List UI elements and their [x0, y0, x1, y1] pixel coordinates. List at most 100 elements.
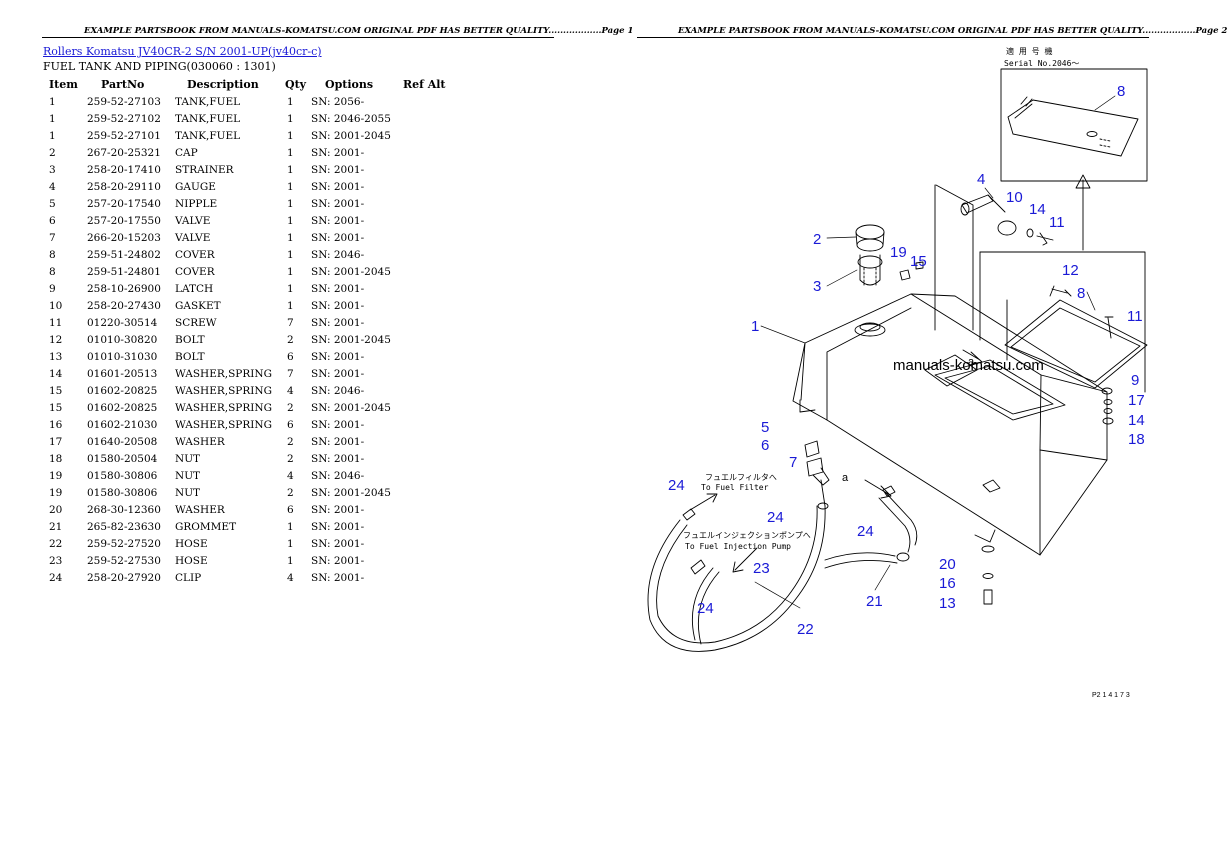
cell-options: SN: 2001-	[311, 571, 365, 584]
cell-item: 12	[49, 333, 63, 346]
cell-partno: 01580-20504	[87, 452, 158, 465]
cell-item: 18	[49, 452, 63, 465]
callout-11: 11	[1049, 214, 1065, 231]
cell-ref-alt	[403, 110, 446, 127]
cell-partno: 259-52-27520	[87, 537, 161, 550]
callout-23: 23	[753, 560, 770, 577]
cell-options: SN: 2001-	[311, 231, 365, 244]
cell-qty: 6	[287, 418, 294, 431]
cell-qty: 1	[287, 95, 294, 108]
cell-options: SN: 2056-	[311, 95, 365, 108]
cell-qty: 2	[287, 401, 294, 414]
cell-options: SN: 2001-2045	[311, 486, 391, 499]
cell-partno: 259-52-27102	[87, 112, 161, 125]
cell-item: 1	[49, 95, 56, 108]
leader-lines	[754, 95, 1116, 609]
cell-ref-alt	[403, 161, 446, 178]
callout-22: 22	[797, 621, 814, 638]
cell-ref-alt	[403, 297, 446, 314]
callout-6: 6	[761, 437, 769, 454]
callout-17: 17	[1128, 392, 1145, 409]
cell-options: SN: 2001-	[311, 180, 365, 193]
cell-qty: 6	[287, 503, 294, 516]
cell-options: SN: 2046-	[311, 248, 365, 261]
model-title-link[interactable]: Rollers Komatsu JV40CR-2 S/N 2001-UP(jv4…	[43, 45, 322, 58]
cell-partno: 258-20-27430	[87, 299, 161, 312]
cell-item: 6	[49, 214, 56, 227]
cell-options: SN: 2001-	[311, 282, 365, 295]
callout-24d: 24	[697, 600, 714, 617]
cell-item: 23	[49, 554, 63, 567]
cell-options: SN: 2001-	[311, 537, 365, 550]
callout-14b: 14	[1128, 412, 1145, 429]
callout-11b: 11	[1127, 308, 1143, 325]
cell-item: 19	[49, 486, 63, 499]
cell-partno: 259-52-27103	[87, 95, 161, 108]
callout-5: 5	[761, 419, 769, 436]
fuel-hoses	[647, 485, 918, 652]
cell-ref-alt	[403, 93, 446, 110]
cell-description: BOLT	[175, 350, 205, 363]
cell-ref-alt	[403, 518, 446, 535]
cell-partno: 258-20-17410	[87, 163, 161, 176]
cell-options: SN: 2001-2045	[311, 333, 391, 346]
parts-table: Item PartNo Description Qty Options Ref …	[40, 76, 446, 586]
cell-partno: 258-20-27920	[87, 571, 161, 584]
callout-13: 13	[939, 595, 956, 612]
exploded-diagram: 適 用 号 機 Serial No.2046～	[647, 46, 1148, 699]
callout-4: 4	[977, 171, 985, 188]
cell-qty: 1	[287, 163, 294, 176]
cell-qty: 1	[287, 129, 294, 142]
cell-description: STRAINER	[175, 163, 234, 176]
cell-options: SN: 2001-	[311, 214, 365, 227]
cell-item: 9	[49, 282, 56, 295]
watermark: manuals-komatsu.com	[893, 357, 1044, 374]
cell-qty: 1	[287, 265, 294, 278]
gauge-assembly	[960, 194, 1054, 246]
cell-item: 16	[49, 418, 63, 431]
cell-description: WASHER	[175, 435, 225, 448]
cell-qty: 1	[287, 112, 294, 125]
cell-ref-alt	[403, 331, 446, 348]
cell-qty: 1	[287, 248, 294, 261]
cell-options: SN: 2001-2045	[311, 129, 391, 142]
cell-options: SN: 2001-	[311, 520, 365, 533]
cell-qty: 1	[287, 299, 294, 312]
cell-description: GROMMET	[175, 520, 237, 533]
diagram-page: EXAMPLE PARTSBOOK FROM MANUALS-KOMATSU.C…	[595, 0, 1227, 842]
cell-options: SN: 2001-	[311, 554, 365, 567]
callout-7: 7	[789, 454, 797, 471]
cell-qty: 2	[287, 452, 294, 465]
page-header: EXAMPLE PARTSBOOK FROM MANUALS-KOMATSU.C…	[84, 26, 634, 36]
cell-qty: 1	[287, 520, 294, 533]
cell-qty: 1	[287, 146, 294, 159]
cell-ref-alt	[403, 535, 446, 552]
hardware-parts	[899, 261, 1114, 605]
cell-description: NUT	[175, 469, 201, 482]
cell-description: GASKET	[175, 299, 221, 312]
cell-item: 2	[49, 146, 56, 159]
callout-3: 3	[813, 278, 821, 295]
cell-qty: 1	[287, 180, 294, 193]
cell-partno: 01580-30806	[87, 469, 158, 482]
cell-ref-alt	[403, 212, 446, 229]
col-qty: Qty	[285, 78, 307, 91]
callout-16: 16	[939, 575, 956, 592]
cell-item: 7	[49, 231, 56, 244]
cell-ref-alt	[403, 144, 446, 161]
cell-ref-alt	[403, 246, 446, 263]
cell-partno: 01640-20508	[87, 435, 158, 448]
callout-15: 15	[910, 253, 927, 270]
detail-mark-a: a	[842, 472, 849, 484]
cell-options: SN: 2001-	[311, 316, 365, 329]
